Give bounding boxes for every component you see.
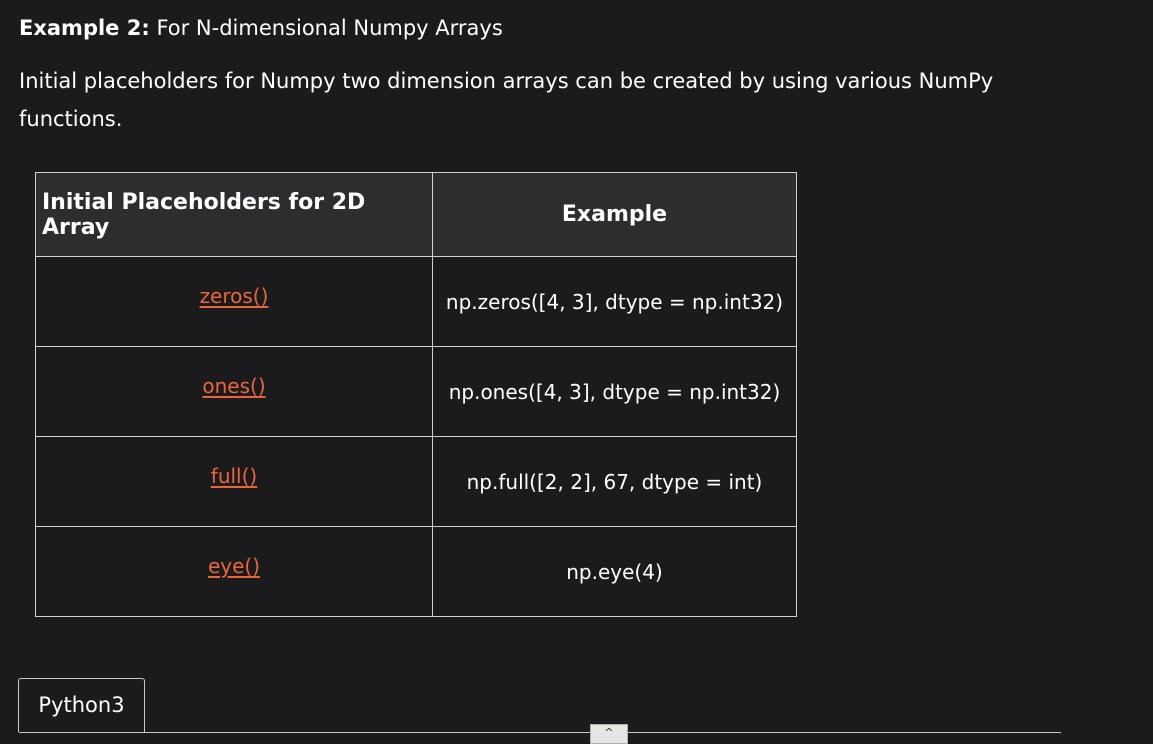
function-link-full[interactable]: full(): [210, 463, 258, 488]
section-heading: Example 2: For N-dimensional Numpy Array…: [19, 14, 503, 42]
table-row: eye() np.eye(4): [35, 526, 797, 617]
heading-label: Example 2:: [19, 16, 150, 40]
example-cell: np.ones([4, 3], dtype = np.int32): [432, 346, 797, 437]
code-tab-bar: [19, 732, 1061, 733]
function-cell: zeros(): [35, 256, 433, 347]
function-link-ones[interactable]: ones(): [202, 373, 266, 398]
heading-text: For N-dimensional Numpy Arrays: [156, 16, 503, 40]
intro-paragraph: Initial placeholders for Numpy two dimen…: [19, 69, 994, 131]
function-link-eye[interactable]: eye(): [207, 553, 261, 578]
function-cell: ones(): [35, 346, 433, 437]
table-row: zeros() np.zeros([4, 3], dtype = np.int3…: [35, 256, 797, 347]
function-cell: full(): [35, 436, 433, 527]
chevron-up-icon: ^: [604, 726, 614, 739]
function-cell: eye(): [35, 526, 433, 617]
table-row: full() np.full([2, 2], 67, dtype = int): [35, 436, 797, 527]
tab-python3[interactable]: Python3: [18, 678, 145, 732]
example-cell: np.eye(4): [432, 526, 797, 617]
scroll-up-button[interactable]: ^: [590, 724, 628, 744]
table-header-row: Initial Placeholders for 2D Array Exampl…: [35, 172, 797, 257]
table-row: ones() np.ones([4, 3], dtype = np.int32): [35, 346, 797, 437]
example-cell: np.full([2, 2], 67, dtype = int): [432, 436, 797, 527]
example-cell: np.zeros([4, 3], dtype = np.int32): [432, 256, 797, 347]
placeholders-table: Initial Placeholders for 2D Array Exampl…: [35, 172, 797, 617]
column-header-example: Example: [432, 172, 797, 257]
function-link-zeros[interactable]: zeros(): [199, 283, 269, 308]
column-header-placeholders: Initial Placeholders for 2D Array: [35, 172, 433, 257]
